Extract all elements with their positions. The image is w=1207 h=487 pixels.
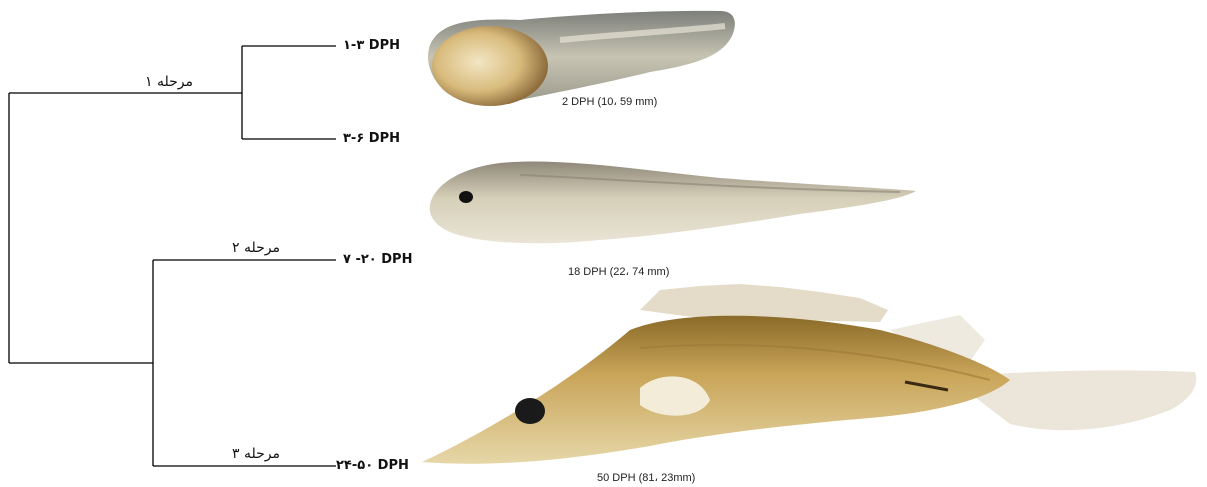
- leaf-label-3: ۷ -۲۰ DPH: [343, 252, 412, 267]
- leaf-label-4: ۲۴-۵۰ DPH: [336, 458, 409, 473]
- stage-2-label: مرحله ۲: [232, 240, 280, 256]
- juvenile-photo: [430, 161, 916, 243]
- juvenile-fish-photo: [422, 284, 1196, 464]
- photo-caption-2: 18 DPH (22، 74 mm): [568, 265, 669, 278]
- leaf-label-1: ۱-۳ DPH: [343, 38, 400, 53]
- photo-caption-3: 50 DPH (81، 23mm): [597, 471, 695, 484]
- dendrogram-lines: [9, 46, 336, 466]
- larva-photo: [428, 11, 735, 106]
- leaf-label-2: ۳-۶ DPH: [343, 131, 400, 146]
- stage-3-label: مرحله ۳: [232, 446, 280, 462]
- photo-caption-1: 2 DPH (10، 59 mm): [562, 95, 657, 108]
- stage-1-label: مرحله ۱: [145, 74, 193, 90]
